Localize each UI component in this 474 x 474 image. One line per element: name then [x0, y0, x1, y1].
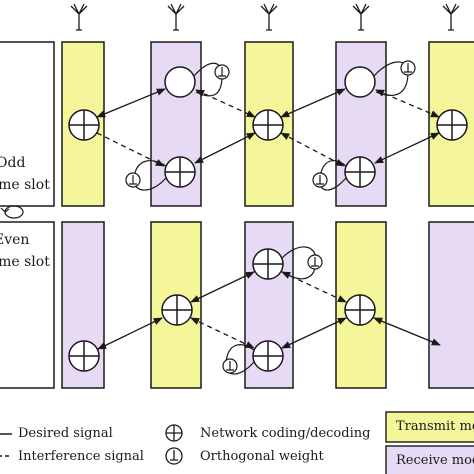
- legend-receive-swatch: [385, 445, 474, 474]
- odd-slot-label-line1: Odd: [0, 155, 26, 171]
- empty-node: [164, 66, 196, 98]
- antenna-icon: [167, 3, 185, 31]
- xor-node-icon: [164, 156, 196, 188]
- orthogonal-weight-icon: [222, 358, 238, 374]
- receive-panel: [428, 221, 474, 389]
- legend-network-coding-label: Network coding/decoding: [200, 426, 371, 441]
- odd-slot-label-line2: time slot: [0, 177, 50, 193]
- interference-signal-arrow: [96, 132, 165, 167]
- xor-node-icon: [252, 109, 284, 141]
- antenna-icon: [70, 3, 88, 31]
- xor-node-icon: [344, 294, 376, 326]
- legend-transmit-swatch: [385, 411, 474, 443]
- legend-interference-label: Interference signal: [18, 449, 144, 464]
- interference-signal-arrow: [280, 132, 345, 167]
- xor-node-icon: [68, 109, 100, 141]
- desired-signal-arrow: [280, 88, 346, 118]
- even-slot-label-line2: time slot: [0, 254, 50, 270]
- source-panel-odd: [0, 41, 55, 207]
- source-panel-even: [0, 221, 55, 389]
- xor-node-icon: [344, 156, 376, 188]
- xor-node-icon: [436, 109, 468, 141]
- legend-desired-label: Desired signal: [18, 426, 113, 441]
- legend-transmit-label: Transmit mode: [396, 419, 474, 434]
- desired-signal-arrow: [281, 317, 347, 349]
- orthogonal-weight-icon: [165, 447, 183, 465]
- xor-node-icon: [161, 294, 193, 326]
- desired-signal-arrow: [190, 271, 255, 303]
- legend-receive-label: Receive mode: [396, 453, 474, 468]
- xor-node-icon: [68, 340, 100, 372]
- antenna-icon: [352, 3, 370, 31]
- orthogonal-weight-icon: [400, 60, 416, 76]
- interference-signal-arrow: [190, 317, 255, 349]
- desired-signal-arrow: [97, 317, 163, 350]
- empty-node: [344, 66, 376, 98]
- interference-signal-arrow: [195, 89, 256, 118]
- slot-transition-icon: [0, 205, 24, 219]
- desired-signal-arrow: [373, 317, 441, 346]
- antenna-icon: [442, 3, 460, 31]
- desired-signal-arrow: [96, 88, 166, 118]
- desired-signal-arrow: [374, 132, 440, 164]
- orthogonal-weight-icon: [214, 64, 230, 80]
- desired-signal-arrow: [194, 132, 256, 164]
- xor-node-icon: [165, 424, 183, 442]
- orthogonal-weight-icon: [307, 254, 323, 270]
- antenna-icon: [260, 3, 278, 31]
- orthogonal-weight-icon: [125, 172, 141, 188]
- xor-node-icon: [252, 340, 284, 372]
- orthogonal-weight-icon: [312, 172, 328, 188]
- even-slot-label-line1: Even: [0, 232, 30, 248]
- xor-node-icon: [252, 248, 284, 280]
- legend-orthogonal-label: Orthogonal weight: [200, 449, 324, 464]
